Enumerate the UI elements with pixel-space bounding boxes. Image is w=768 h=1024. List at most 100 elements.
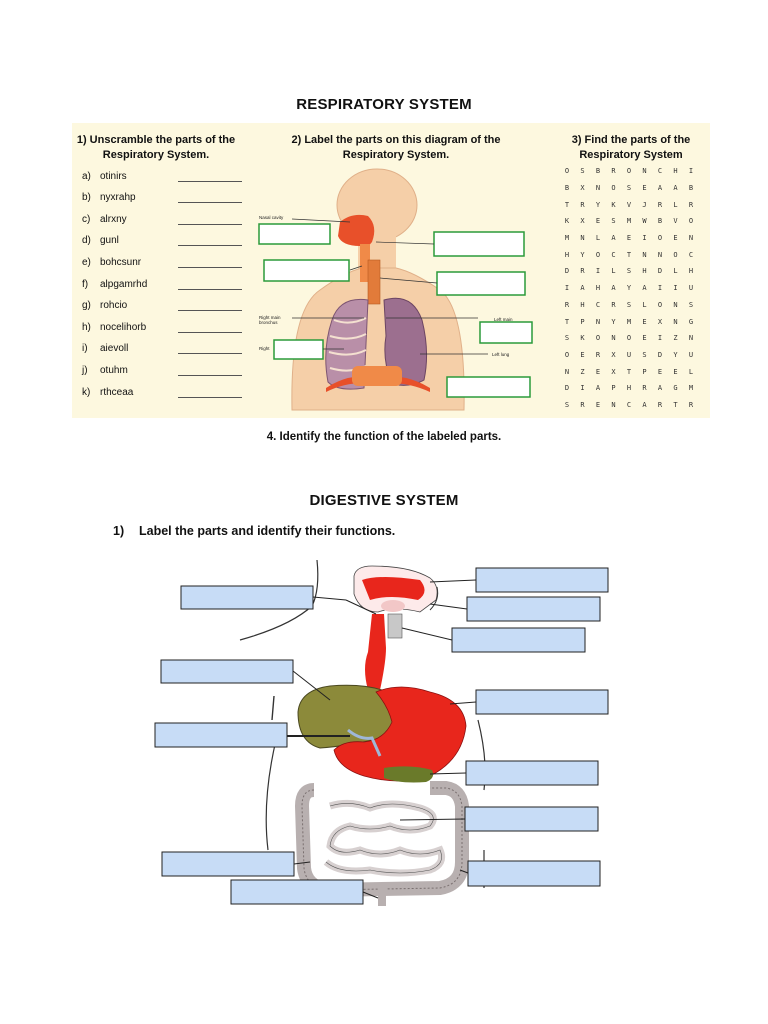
word-search-letter[interactable]: N (564, 367, 570, 376)
word-search-letter[interactable]: M (626, 317, 632, 326)
word-search-letter[interactable]: R (611, 300, 616, 309)
answer-blank[interactable] (178, 214, 242, 225)
word-search-letter[interactable]: I (642, 234, 647, 243)
answer-blank[interactable] (178, 171, 242, 182)
word-search-letter[interactable]: T (564, 200, 570, 209)
word-search-letter[interactable]: S (626, 184, 632, 193)
word-search-letter[interactable]: H (580, 300, 585, 309)
word-search-letter[interactable]: O (688, 217, 694, 226)
word-search-letter[interactable]: A (642, 284, 647, 293)
word-search-letter[interactable]: E (642, 184, 647, 193)
word-search-letter[interactable]: L (688, 367, 694, 376)
word-search-letter[interactable]: L (673, 200, 678, 209)
word-search-letter[interactable]: X (580, 217, 585, 226)
word-search-letter[interactable]: N (688, 334, 694, 343)
word-search-letter[interactable]: H (595, 284, 601, 293)
word-search-letter[interactable]: E (626, 234, 632, 243)
word-search-letter[interactable]: H (673, 167, 678, 176)
word-search-letter[interactable]: R (657, 200, 663, 209)
answer-blank[interactable] (178, 257, 242, 268)
word-search-letter[interactable]: O (595, 250, 601, 259)
word-search-letter[interactable]: S (626, 267, 632, 276)
word-search-letter[interactable]: N (611, 400, 616, 409)
word-search-letter[interactable]: T (626, 367, 632, 376)
word-search-letter[interactable]: M (564, 234, 570, 243)
word-search-letter[interactable]: O (673, 250, 678, 259)
word-search-letter[interactable]: B (688, 184, 694, 193)
word-search-letter[interactable]: K (564, 217, 570, 226)
word-search-letter[interactable]: B (595, 167, 601, 176)
word-search-letter[interactable]: E (673, 367, 678, 376)
word-search-letter[interactable]: N (673, 317, 678, 326)
word-search-letter[interactable]: H (642, 267, 647, 276)
answer-blank[interactable] (178, 387, 242, 398)
word-search-letter[interactable]: B (657, 217, 663, 226)
word-search-letter[interactable]: E (673, 234, 678, 243)
word-search-letter[interactable]: U (688, 284, 694, 293)
word-search-letter[interactable]: E (657, 367, 663, 376)
word-search-letter[interactable]: N (595, 317, 601, 326)
word-search-letter[interactable]: K (580, 334, 585, 343)
word-search-letter[interactable]: I (580, 384, 585, 393)
word-search-letter[interactable]: R (564, 300, 570, 309)
word-search-letter[interactable]: S (564, 400, 570, 409)
word-search-letter[interactable]: P (611, 384, 616, 393)
word-search-letter[interactable]: N (611, 334, 616, 343)
answer-blank[interactable] (178, 365, 242, 376)
word-search-letter[interactable]: R (580, 267, 585, 276)
word-search-letter[interactable]: T (626, 250, 632, 259)
word-search-letter[interactable]: Z (580, 367, 585, 376)
word-search-letter[interactable]: K (611, 200, 616, 209)
word-search-letter[interactable]: X (611, 367, 616, 376)
answer-blank[interactable] (178, 192, 242, 204)
word-search-letter[interactable]: H (626, 384, 632, 393)
word-search-letter[interactable]: C (688, 250, 694, 259)
word-search-letter[interactable]: X (580, 184, 585, 193)
word-search-letter[interactable]: N (673, 300, 678, 309)
word-search-letter[interactable]: S (626, 300, 632, 309)
word-search-letter[interactable]: S (642, 350, 647, 359)
word-search-letter[interactable]: O (611, 184, 616, 193)
word-search-letter[interactable]: S (564, 334, 570, 343)
word-search-letter[interactable]: R (580, 200, 585, 209)
answer-blank[interactable] (178, 300, 242, 312)
word-search-letter[interactable]: Y (595, 200, 601, 209)
word-search-letter[interactable]: D (564, 384, 570, 393)
word-search-letter[interactable]: P (642, 367, 647, 376)
word-search-letter[interactable]: N (595, 184, 601, 193)
word-search-letter[interactable]: M (688, 384, 694, 393)
word-search-letter[interactable]: A (611, 284, 616, 293)
word-search-letter[interactable]: R (688, 200, 694, 209)
word-search-letter[interactable]: O (657, 234, 663, 243)
word-search-letter[interactable]: N (688, 234, 694, 243)
word-search-letter[interactable]: T (673, 400, 678, 409)
word-search-letter[interactable]: M (626, 217, 632, 226)
word-search-letter[interactable]: C (595, 300, 601, 309)
word-search-letter[interactable]: I (657, 284, 663, 293)
word-search-letter[interactable]: I (564, 284, 570, 293)
word-search-letter[interactable]: S (611, 217, 616, 226)
word-search-letter[interactable]: V (673, 217, 678, 226)
word-search-letter[interactable]: E (580, 350, 585, 359)
word-search-letter[interactable]: A (595, 384, 601, 393)
word-search-letter[interactable]: I (673, 284, 678, 293)
answer-blank[interactable] (178, 343, 242, 355)
word-search-letter[interactable]: O (626, 167, 632, 176)
word-search-letter[interactable]: Y (626, 284, 632, 293)
word-search-letter[interactable]: I (595, 267, 601, 276)
word-search-letter[interactable]: V (626, 200, 632, 209)
word-search-letter[interactable]: Y (580, 250, 585, 259)
word-search-letter[interactable]: N (642, 167, 647, 176)
word-search-letter[interactable]: O (564, 167, 570, 176)
word-search-letter[interactable]: R (688, 400, 694, 409)
word-search-letter[interactable]: U (626, 350, 632, 359)
word-search-letter[interactable]: U (688, 350, 694, 359)
word-search-letter[interactable]: J (642, 200, 647, 209)
word-search-letter[interactable]: X (611, 350, 616, 359)
word-search-letter[interactable]: A (673, 184, 678, 193)
answer-blank[interactable] (178, 322, 242, 333)
word-search-letter[interactable]: B (564, 184, 570, 193)
word-search-letter[interactable]: E (642, 317, 647, 326)
word-search-letter[interactable]: Z (673, 334, 678, 343)
word-search-letter[interactable]: C (611, 250, 616, 259)
